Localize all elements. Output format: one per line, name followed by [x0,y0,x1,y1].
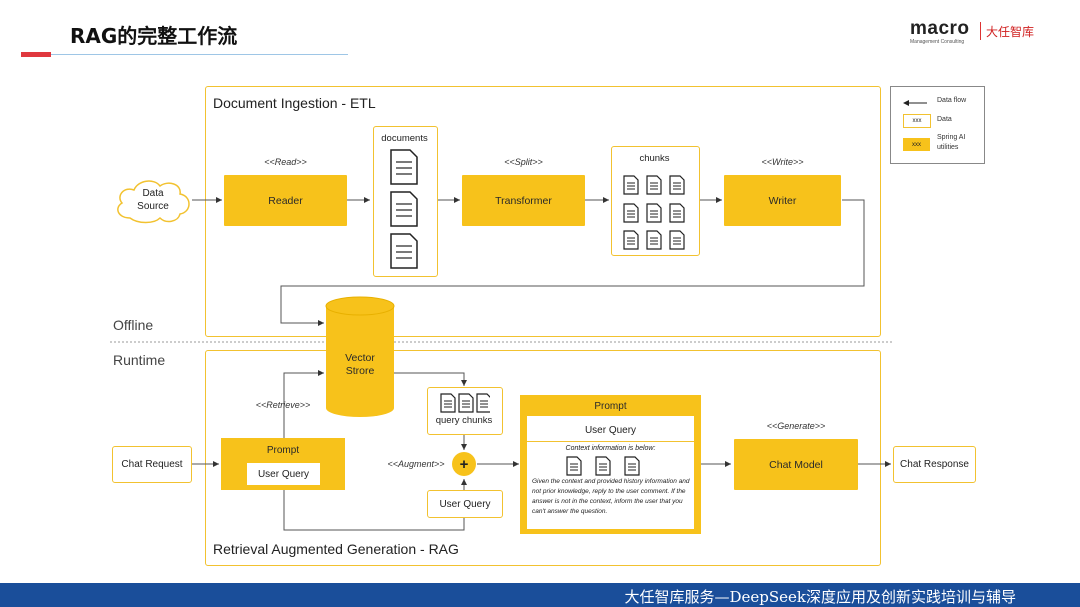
chat-model-box: Chat Model [734,439,858,490]
database-icon [325,296,395,417]
chat-response-box: Chat Response [893,446,976,483]
augment-stereotype: <<Augment>> [387,459,445,469]
chat-request-box: Chat Request [112,446,192,483]
reader-box: Reader [224,175,347,226]
cloud-icon [117,180,190,224]
query-chunks-label: query chunks [435,415,493,426]
legend-data-flow: Data flow [937,97,967,104]
augmented-prompt-divider [527,441,694,442]
legend-spring-swatch: xxx [903,138,930,151]
offline-label: Offline [113,317,154,333]
data-source-line1: Data [142,188,164,199]
rag-panel-title: Retrieval Augmented Generation - RAG [213,541,459,557]
write-stereotype: <<Write>> [761,157,804,167]
legend-data-swatch: xxx [903,114,931,128]
user-query-box: User Query [427,490,503,518]
transformer-box: Transformer [462,175,585,226]
title-underline [51,54,348,55]
vector-store-line1: Vector [345,352,375,364]
legend-spring-line1: Spring AI [937,134,966,141]
logo-tagline: Management Consulting [910,39,965,45]
etl-panel-title: Document Ingestion - ETL [213,95,376,111]
vector-store-line2: Strore [345,365,375,377]
data-source: Data Source [112,187,194,213]
prompt-instructions: Given the context and provided history i… [532,478,690,515]
data-flow-arrow-icon [903,100,927,106]
prompt-user-query: User Query [247,463,320,485]
chunks-label: chunks [639,153,670,164]
context-info-label: Context information is below: [565,445,656,452]
logo-brand: macro [910,18,970,39]
augmented-prompt-header: Prompt [594,401,627,412]
legend-data: Data [937,116,952,123]
slide-title: RAG的完整工作流 [70,24,238,48]
chunk-grid-icon [623,175,685,250]
split-stereotype: <<Split>> [504,157,543,167]
retrieve-stereotype: <<Retrieve>> [255,400,311,410]
footer-text: 大任智库服务—DeepSeek深度应用及创新实践培训与辅导 [624,588,1016,606]
context-docs-icon [566,456,640,476]
logo-separator [980,22,981,40]
data-source-line2: Source [137,201,169,212]
logo-chinese-name: 大任智库 [986,25,1035,39]
footer-bar [0,583,1080,607]
augment-plus-icon: + [452,452,476,476]
query-chunk-docs-icon [440,393,490,413]
company-logo: macro Management Consulting [910,18,970,45]
runtime-label: Runtime [113,352,166,368]
documents-label: documents [381,133,428,144]
legend-box: Data flow xxx Data xxx Spring AI utiliti… [890,86,985,164]
prompt-header: Prompt [266,445,300,456]
generate-stereotype: <<Generate>> [766,421,826,431]
read-stereotype: <<Read>> [264,157,307,167]
title-accent-bar [21,52,51,57]
legend-spring-line2: utilities [937,144,959,151]
document-stack-icon [390,149,418,269]
augmented-prompt-user-query: User Query [584,425,637,436]
writer-box: Writer [724,175,841,226]
vector-store-label: Vector Strore [324,352,396,378]
